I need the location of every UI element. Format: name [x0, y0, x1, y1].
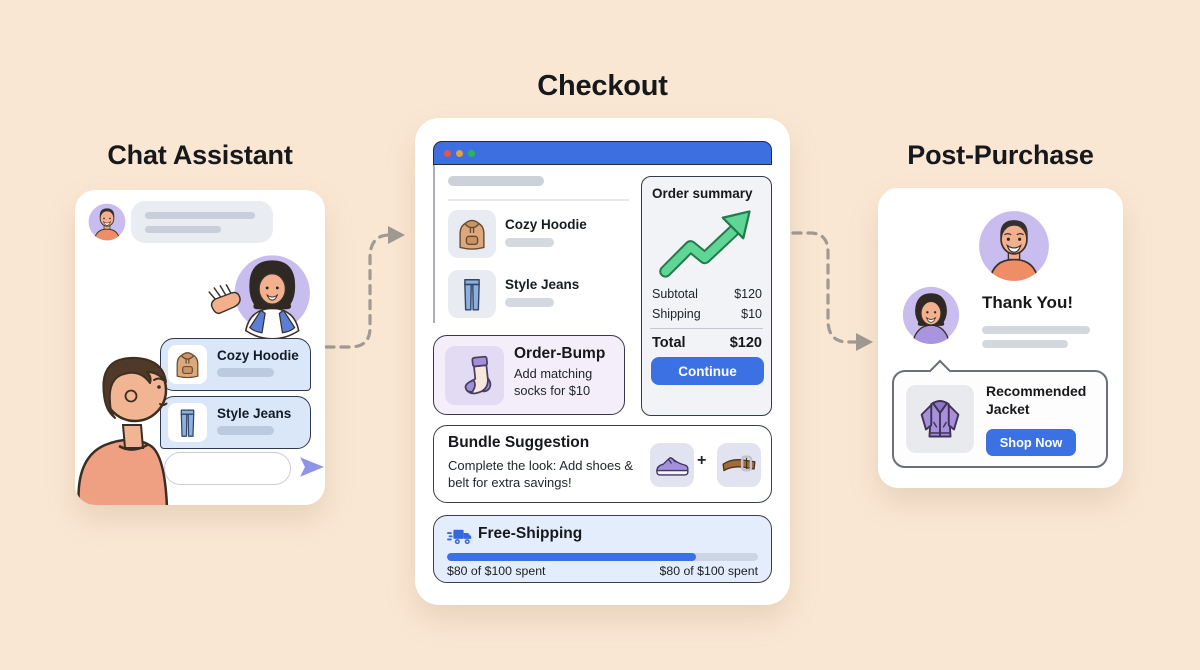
- cart-item-thumb: [448, 210, 496, 258]
- spend-progress-label-left: $80 of $100 spent: [447, 564, 546, 578]
- post-purchase-card: Thank You! Recommended Jac: [878, 188, 1123, 488]
- flow-arrow-chat-to-checkout: [324, 233, 390, 349]
- man-avatar-icon: [979, 211, 1049, 281]
- man-avatar-icon: [88, 203, 126, 241]
- assistant-avatar: [902, 286, 960, 344]
- flow-arrowhead-2: [856, 333, 873, 351]
- post-purchase-stage-heading: Post-Purchase: [907, 140, 1094, 170]
- jacket-thumb: [906, 385, 974, 453]
- cart-item-name: Style Jeans: [505, 277, 580, 292]
- continue-button[interactable]: Continue: [651, 357, 764, 385]
- hoodie-icon: [176, 352, 199, 379]
- order-bump-description: Add matching socks for $10: [514, 366, 593, 398]
- text-placeholder: [505, 238, 554, 247]
- checkout-window-card: Cozy Hoodie Style Jeans Order summary: [415, 118, 790, 605]
- product-name: Style Jeans: [217, 406, 292, 421]
- text-placeholder: [145, 226, 221, 233]
- row-value: $10: [741, 307, 762, 321]
- shop-now-button[interactable]: Shop Now: [986, 429, 1076, 456]
- jeans-icon: [180, 409, 195, 437]
- spend-progress-label-right: $80 of $100 spent: [659, 564, 758, 578]
- checkout-stage-heading: Checkout: [537, 70, 668, 102]
- order-summary-panel: Order summary Subtotal $120 Shipping $10…: [641, 176, 772, 416]
- hoodie-icon: [459, 219, 485, 250]
- customer-avatar: [978, 210, 1050, 282]
- divider: [448, 199, 629, 201]
- send-icon[interactable]: [299, 456, 325, 478]
- plus-icon: +: [697, 452, 707, 469]
- free-shipping-progress-track: [447, 553, 758, 561]
- thank-you-text: Thank You!: [982, 293, 1073, 312]
- cart-item-name: Cozy Hoodie: [505, 217, 587, 232]
- free-shipping-card: Free-Shipping $80 of $100 spent $80 of $…: [433, 515, 772, 583]
- bundle-suggestion-card: Bundle Suggestion Complete the look: Add…: [433, 425, 772, 503]
- summary-row-total: Total $120: [652, 335, 762, 351]
- row-value: $120: [734, 287, 762, 301]
- browser-title-bar: [433, 141, 772, 165]
- user-avatar: [88, 203, 126, 241]
- assistant-woman-avatar: [208, 255, 310, 340]
- total-value: $120: [729, 335, 762, 351]
- sock-icon: [464, 355, 491, 394]
- chat-message-input[interactable]: [164, 452, 291, 485]
- woman-avatar-icon: [902, 286, 960, 344]
- summary-row-subtotal: Subtotal $120: [652, 287, 762, 301]
- total-label: Total: [652, 335, 686, 351]
- sneaker-icon: [656, 457, 689, 476]
- text-placeholder: [145, 212, 255, 219]
- bundle-description: Complete the look: Add shoes & belt for …: [448, 458, 634, 491]
- browser-left-edge: [433, 165, 435, 323]
- row-label: Subtotal: [652, 287, 698, 301]
- sock-thumb: [445, 346, 504, 405]
- belt-thumb: [717, 443, 761, 487]
- product-name: Cozy Hoodie: [217, 348, 299, 363]
- order-bump-card: Order-Bump Add matching socks for $10: [433, 335, 625, 415]
- order-summary-title: Order summary: [652, 186, 753, 201]
- window-zoom-icon: [468, 150, 475, 157]
- window-minimize-icon: [456, 150, 463, 157]
- truck-icon: [447, 529, 472, 545]
- bubble-pointer: [928, 359, 952, 383]
- belt-icon: [722, 455, 756, 472]
- sneaker-thumb: [650, 443, 694, 487]
- order-bump-title: Order-Bump: [514, 345, 606, 362]
- text-placeholder: [448, 176, 544, 186]
- recommendation-bubble: Recommended Jacket Shop Now: [892, 359, 1108, 468]
- window-close-icon: [444, 150, 451, 157]
- row-label: Shipping: [652, 307, 701, 321]
- waving-hand-icon: [208, 284, 241, 315]
- bundle-title: Bundle Suggestion: [448, 434, 590, 451]
- text-placeholder: [505, 298, 554, 307]
- text-placeholder: [217, 368, 274, 377]
- product-thumb: [168, 403, 207, 442]
- free-shipping-progress-fill: [447, 553, 696, 561]
- chat-product-bubble: Style Jeans: [160, 396, 311, 449]
- free-shipping-title: Free-Shipping: [478, 525, 583, 542]
- cart-item-thumb: [448, 270, 496, 318]
- incoming-message-bubble: [131, 201, 273, 243]
- jeans-icon: [464, 279, 480, 311]
- text-placeholder: [217, 426, 274, 435]
- chat-assistant-card: Cozy Hoodie Style Jeans: [75, 190, 325, 505]
- customer-man-illustration: [77, 356, 169, 505]
- recommended-product-title: Recommended Jacket: [986, 383, 1087, 417]
- trend-up-arrow-icon: [659, 210, 751, 278]
- flow-arrow-checkout-to-post: [791, 231, 858, 344]
- product-thumb: [168, 345, 207, 384]
- divider: [650, 328, 763, 330]
- jacket-icon: [920, 400, 960, 438]
- text-placeholder: [982, 326, 1090, 334]
- summary-row-shipping: Shipping $10: [652, 307, 762, 321]
- chat-product-bubble: Cozy Hoodie: [160, 338, 311, 391]
- flow-arrowhead-1: [388, 226, 405, 244]
- text-placeholder: [982, 340, 1068, 348]
- chat-stage-heading: Chat Assistant: [107, 140, 293, 170]
